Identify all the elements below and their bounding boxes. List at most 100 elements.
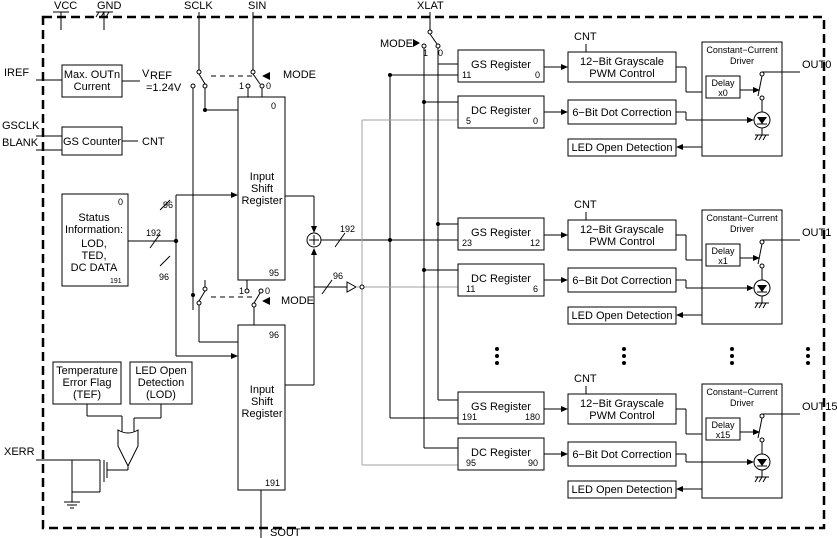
channel-gap-breaks [313,338,439,378]
gs-register-low-bit: 180 [525,412,540,422]
gs-register-low-bit: 0 [535,70,540,80]
cc-driver-line1: Constant−Current [706,387,778,397]
pwm-line2: PWM Control [589,410,654,422]
gs-register-high-bit: 23 [462,238,472,248]
mode-label-top: MODE [283,69,316,81]
status-information-block [61,193,129,287]
pwm-line1: 12−Bit Grayscale [580,398,664,410]
delay-line1: Delay [711,420,735,430]
vref-sub: REF [150,70,172,82]
input-shift-register-1 [237,324,286,491]
status-bottom-index: 191 [110,278,122,285]
status-line2: Information: [65,224,123,236]
sr1-line2: Shift [251,396,273,408]
dc-register [457,95,545,129]
sr1-line3: Register [242,408,283,420]
delay-block [705,75,741,99]
pwm-line1: 12−Bit Grayscale [580,56,664,68]
max-out-line2: Current [74,81,111,93]
cc-driver-line2: Driver [730,224,754,234]
vref-value: =1.24V [146,82,182,94]
sr0-line2: Shift [251,183,273,195]
dc-register-low-bit: 0 [533,116,538,126]
bus-96-top: 96 [163,200,173,210]
gnd-pin: GND [95,0,122,30]
delay-line1: Delay [711,78,735,88]
pwm-line2: PWM Control [589,68,654,80]
gs-register-label: GS Register [471,59,531,71]
cc-driver-line2: Driver [730,398,754,408]
mode-label-mid: MODE [281,295,314,307]
or-gate-icon [117,429,139,468]
gs-register-low-bit: 12 [530,238,540,248]
delay-line2: x0 [718,88,728,98]
gs-register [457,217,545,251]
gs-counter-cnt: CNT [142,136,165,148]
mid-switch-0: 0 [265,286,270,296]
vref-label: V [142,68,150,80]
led-open-detection-left-block [129,361,193,405]
ellipsis-markers [495,347,810,365]
dc-register-low-bit: 6 [533,284,538,294]
gs-register-high-bit: 191 [462,412,477,422]
dc-register-high-bit: 5 [466,116,471,126]
blank-label: BLANK [2,137,39,149]
gnd-label: GND [97,0,122,12]
sr1-top-index: 96 [269,330,279,340]
tef-line1: Temperature [56,365,118,377]
output-pin-label: OUT15 [802,401,837,413]
delay-block [705,243,741,267]
cc-driver-line1: Constant−Current [706,45,778,55]
pwm-cnt-label: CNT [574,373,597,385]
dc-register-low-bit: 90 [528,458,538,468]
delay-line1: Delay [711,246,735,256]
status-line3: LOD, [81,238,107,250]
max-out-line1: Max. OUTn [64,69,120,81]
cc-driver-line2: Driver [730,56,754,66]
gs-register [457,49,545,83]
sr0-line3: Register [242,195,283,207]
dc-register-high-bit: 11 [466,284,475,294]
lod-line2: Detection [138,377,184,389]
sout-label: SOUT [270,527,301,538]
pwm-cnt-label: CNT [574,199,597,211]
xerr-label: XERR [4,446,35,458]
sr0-bottom-index: 95 [269,268,279,278]
led-open-detection-block [567,306,677,325]
output-pin-label: OUT1 [802,227,831,239]
bus-96-left: 96 [159,272,169,282]
constant-current-driver [701,41,783,157]
delay-line2: x15 [716,430,731,440]
status-line5: DC DATA [71,262,118,274]
sin-switch-1: 1 [239,81,244,91]
dot-correction-block [567,99,677,125]
cc-driver-line1: Constant−Current [706,213,778,223]
sclk-label: SCLK [184,0,213,12]
sin-switch-0: 0 [266,81,271,91]
sin-label: SIN [248,0,266,12]
xlat-switch-1: 1 [423,48,428,58]
constant-current-driver [701,209,783,325]
gs-counter-block [61,126,123,156]
dc-register-label: DC Register [471,447,531,459]
constant-current-driver [701,383,783,499]
xlat-label: XLAT [417,0,444,12]
led-open-detection-block [567,138,677,157]
tef-line2: Error Flag [63,377,112,389]
bus-96-right: 96 [333,271,343,281]
bus-192-left: 192 [146,228,161,238]
sr0-top-index: 0 [271,101,276,111]
sr1-bottom-index: 191 [265,478,280,488]
gs-register-label: GS Register [471,227,531,239]
sr0-line1: Input [250,171,274,183]
bus-192-right: 192 [340,224,355,234]
status-line4: TED, [81,250,106,262]
dc-register-high-bit: 95 [466,458,476,468]
mid-switch-1: 1 [239,286,244,296]
dot-correction-label: 6−Bit Dot Correction [572,275,671,287]
pwm-line1: 12−Bit Grayscale [580,224,664,236]
lod-line3: (LOD) [146,389,176,401]
